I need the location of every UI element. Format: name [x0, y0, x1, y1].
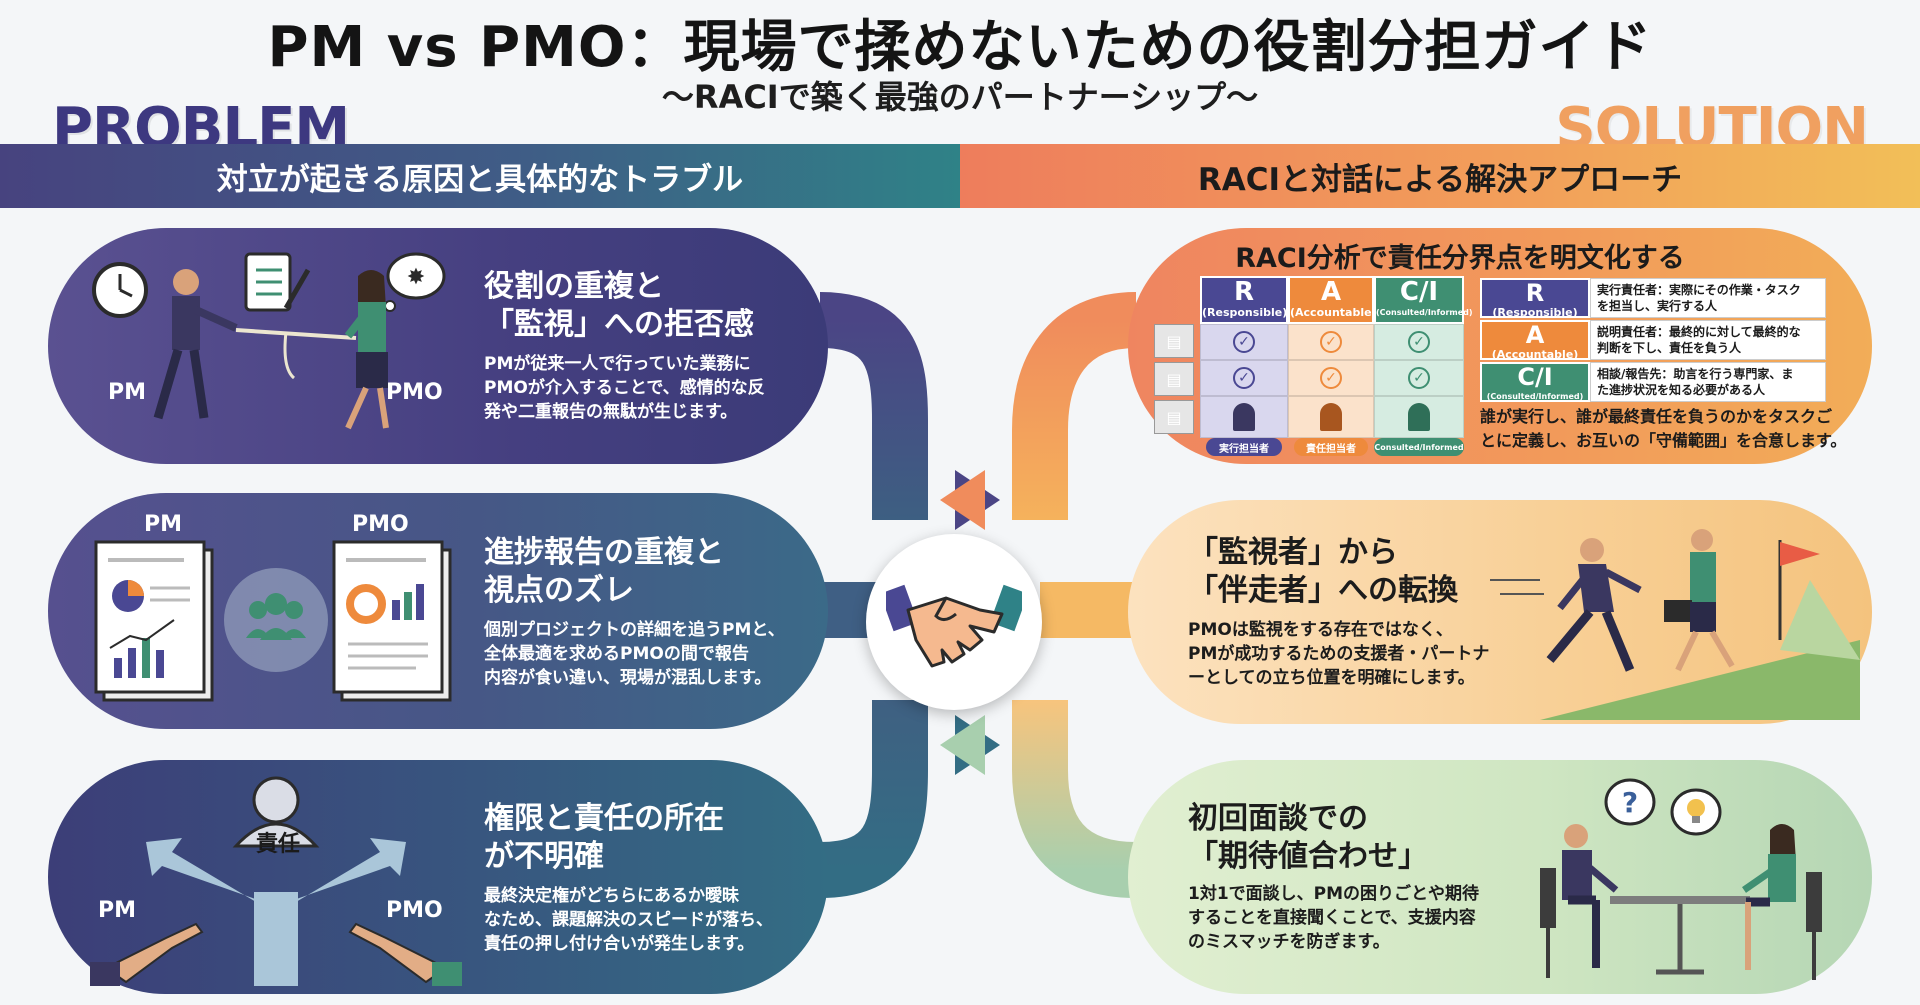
clipboard-icon — [244, 252, 311, 312]
pmo-label: PMO — [352, 512, 409, 537]
pmo-figure — [344, 270, 389, 430]
meeting-table — [1610, 896, 1750, 975]
problem-card-responsibility — [48, 760, 828, 994]
role-tag-ci: Consulted/Informed — [1374, 438, 1464, 456]
raci-column-a: A (Accountable) — [1288, 276, 1377, 324]
legend-ci-text: 相談/報告先：助言を行う専門家、ま た進捗状況を知る必要がある人 — [1590, 362, 1826, 402]
clipboard-icon: ▤ — [1154, 324, 1194, 358]
page-title: PM vs PMO：現場で揉めないための役割分担ガイド — [267, 15, 1653, 80]
report-comparison-illustration — [94, 540, 452, 702]
raci-cell: ✓ — [1288, 360, 1374, 396]
raci-cell: ✓ — [1200, 324, 1288, 360]
legend-r-text: 実行責任者：実際にその作業・タスク を担当し、実行する人 — [1590, 278, 1826, 318]
problem-1-title: 役割の重複と 「監視」への拒否感 — [484, 269, 754, 342]
solution-3-body: 1対1で面談し、PMの困りごとや期待 することを直接聞くことで、支援内容 のミス… — [1188, 884, 1480, 952]
person-badge-icon — [232, 776, 320, 848]
problem-2-title: 進捗報告の重複と 視点のズレ — [484, 535, 724, 608]
pm-figure — [153, 269, 238, 420]
avatar — [1320, 403, 1342, 431]
raci-column-r: R (Responsible) — [1200, 276, 1288, 324]
pmo-label: PMO — [386, 898, 443, 923]
tug-of-war-illustration: ✸ — [92, 252, 446, 430]
avatar — [1408, 403, 1430, 431]
role-tag-a: 責任担当者 — [1294, 438, 1368, 456]
pointing-hand-left — [90, 922, 204, 986]
raci-avatar-cell — [1288, 396, 1374, 438]
raci-cell: ✓ — [1374, 360, 1464, 396]
problem-3-body: 最終決定権がどちらにあるか曖昧 なため、課題解決のスピードが落ち、 責任の押し付… — [484, 886, 773, 954]
raci-title: RACI分析で責任分界点を明文化する — [1235, 243, 1685, 274]
clipboard-icon: ▤ — [1154, 400, 1194, 434]
svg-text:✸: ✸ — [407, 265, 425, 290]
briefcase-icon — [1664, 600, 1692, 622]
pm-label: PM — [144, 512, 183, 537]
problem-2-body: 個別プロジェクトの詳細を追うPMと、 全体最適を求めるPMOの間で報告 内容が食… — [484, 620, 785, 688]
meeting-illustration: ? — [1540, 778, 1822, 980]
running-pm-figure — [1546, 538, 1642, 672]
legend-a-text: 説明責任者：最終的に対して最終的な 判断を下し、責任を負う人 — [1590, 320, 1826, 360]
legend-ci: C/I(Consulted/Informed) — [1480, 362, 1590, 402]
question-bubble-icon: ? — [1604, 778, 1656, 826]
legend-a: A(Accountable) — [1480, 320, 1590, 361]
pm-label: PM — [98, 898, 137, 923]
goal-flag-icon — [1778, 540, 1820, 640]
pmo-document-icon — [332, 540, 452, 702]
raci-cell: ✓ — [1200, 360, 1288, 396]
raci-column-ci: C/I (Consulted/Informed) — [1374, 276, 1473, 324]
avatar — [1233, 403, 1255, 431]
role-tag-r: 実行担当者 — [1206, 438, 1282, 456]
raci-avatar-cell — [1374, 396, 1464, 438]
pm-seated-figure — [1540, 824, 1619, 978]
responsibility-badge: 責任 — [255, 832, 300, 857]
legend-r: R(Responsible) — [1480, 278, 1590, 319]
pmo-seated-figure — [1742, 824, 1822, 980]
problem-3-title: 権限と責任の所在 が不明確 — [484, 801, 724, 874]
running-pmo-figure — [1664, 529, 1735, 672]
split-arrow-icon — [146, 838, 406, 986]
problem-1-body: PMが従来一人で行っていた業務に PMOが介入することで、感情的な反 発や二重報… — [484, 354, 765, 422]
raci-cell: ✓ — [1374, 324, 1464, 360]
pm-label: PM — [108, 380, 147, 405]
raci-row-3: ▤ — [1154, 400, 1194, 434]
crossroads-illustration — [90, 776, 462, 986]
raci-cell: ✓ — [1288, 324, 1374, 360]
problem-banner: 対立が起きる原因と具体的なトラブル — [0, 144, 960, 208]
raci-avatar-cell — [1200, 396, 1288, 438]
lightbulb-bubble-icon — [1670, 788, 1722, 836]
solution-banner: RACIと対話による解決アプローチ — [960, 144, 1920, 208]
page-subtitle: 〜RACIで築く最強のパートナーシップ〜 — [661, 78, 1259, 116]
pmo-label: PMO — [386, 380, 443, 405]
raci-row-2: ▤ — [1154, 362, 1194, 396]
team-icon — [224, 568, 328, 672]
svg-text:?: ? — [1622, 786, 1638, 819]
running-to-goal-illustration — [1490, 529, 1860, 720]
solution-2-title: 「監視者」から 「伴走者」への転換 — [1188, 535, 1458, 608]
solution-2-body: PMOは監視をする存在ではなく、 PMが成功するための支援者・パートナ ーとして… — [1188, 620, 1490, 688]
angry-thought-icon: ✸ — [378, 252, 446, 322]
clock-icon — [92, 262, 148, 318]
raci-row-1: ▤ — [1154, 324, 1194, 358]
pm-document-icon — [94, 540, 214, 702]
clipboard-icon: ▤ — [1154, 362, 1194, 396]
raci-note: 誰が実行し、誰が最終責任を負うのかをタスクご とに定義し、お互いの「守備範囲」を… — [1480, 407, 1847, 450]
solution-3-title: 初回面談での 「期待値合わせ」 — [1188, 801, 1428, 874]
handshake-icon — [886, 584, 1022, 668]
pointing-hand-right — [348, 922, 462, 986]
